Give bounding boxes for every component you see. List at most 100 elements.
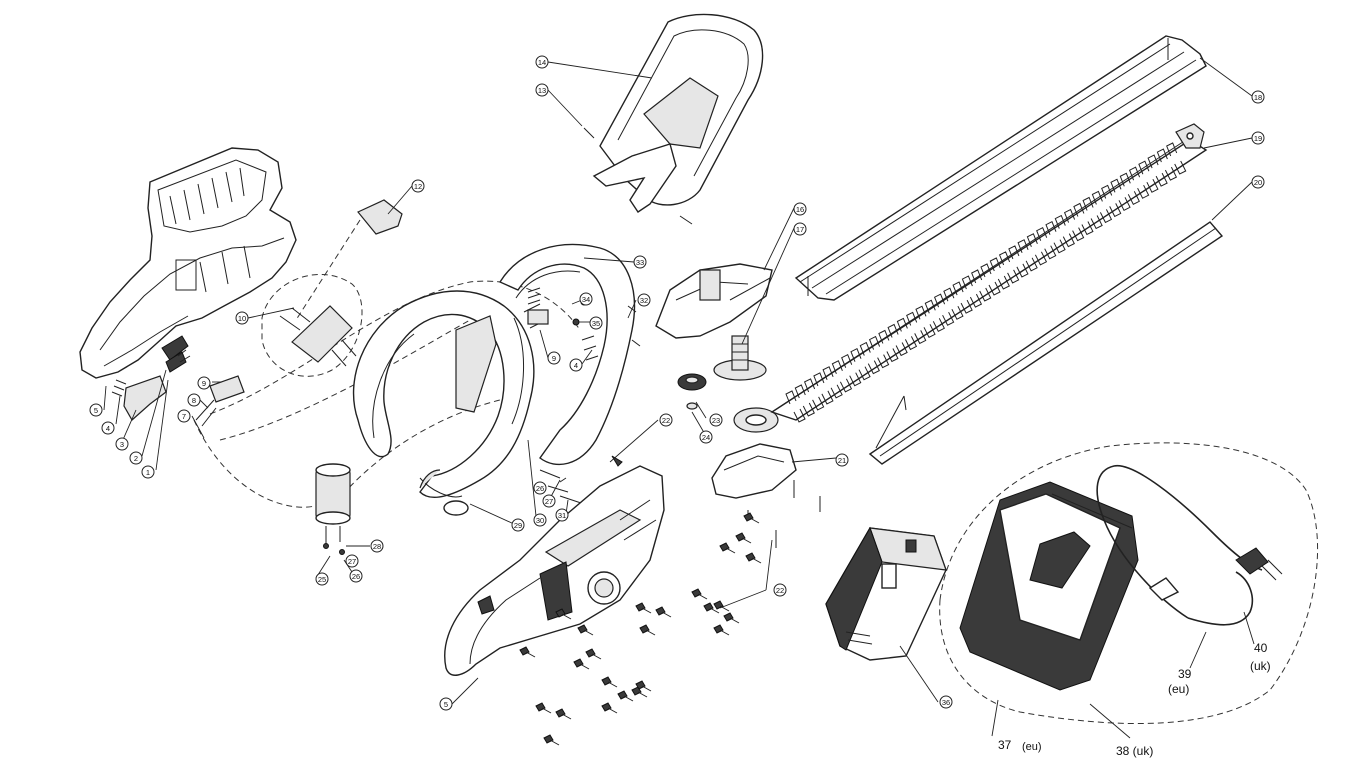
callout-number: 10 — [238, 314, 246, 323]
blade-guard-20 — [868, 221, 1224, 465]
callout-circle — [533, 513, 547, 527]
callout-number: 21 — [838, 456, 846, 465]
callout-number: 33 — [636, 258, 644, 267]
trigger-part — [123, 375, 167, 421]
callout-32: 32 — [637, 293, 651, 307]
callout-number: 18 — [1254, 93, 1262, 102]
blade-19 — [770, 123, 1208, 423]
callout-number: 24 — [702, 433, 710, 442]
callout-circle — [197, 376, 211, 390]
callout-number: 27 — [348, 557, 356, 566]
callout-12: 12 — [411, 179, 425, 193]
callout-21: 21 — [835, 453, 849, 467]
callout-number: 5 — [444, 700, 448, 709]
callout-9: 9 — [197, 376, 211, 390]
callout-circle — [101, 421, 115, 435]
screw — [535, 702, 552, 714]
callout-7: 7 — [177, 409, 191, 423]
callout-circle — [773, 583, 787, 597]
screw — [723, 612, 740, 624]
callout-circle — [1251, 131, 1265, 145]
callout-circle — [535, 83, 549, 97]
callout-circle — [535, 55, 549, 69]
callout-number: 31 — [558, 511, 566, 520]
callout-29: 29 — [511, 518, 525, 532]
callout-circle — [439, 697, 453, 711]
callout-36: 36 — [939, 695, 953, 709]
callout-circle — [699, 430, 713, 444]
screw — [573, 658, 590, 670]
callout-number: 23 — [712, 416, 720, 425]
screws — [519, 512, 762, 746]
callout-9: 9 — [547, 351, 561, 365]
front-handle — [352, 290, 535, 516]
callout-circle — [659, 413, 673, 427]
callout-number: 4 — [574, 361, 578, 370]
screw — [555, 608, 572, 620]
callout-circle — [370, 539, 384, 553]
screw — [745, 552, 762, 564]
blade-guard — [583, 13, 764, 225]
callout-number: 25 — [318, 575, 326, 584]
callout-number: 34 — [582, 295, 590, 304]
screw — [577, 624, 594, 636]
callout-number: 22 — [662, 416, 670, 425]
screw — [635, 680, 652, 692]
callout-number: 29 — [514, 521, 522, 530]
charger-group-boundary — [939, 442, 1319, 725]
screw — [555, 708, 572, 720]
callout-circle — [187, 393, 201, 407]
callout-circle — [315, 572, 329, 586]
callout-circle — [835, 453, 849, 467]
callout-number: 5 — [94, 406, 98, 415]
callout-22: 22 — [773, 583, 787, 597]
label-40-uk: (uk) — [1250, 659, 1271, 673]
callout-circle — [115, 437, 129, 451]
callout-circle — [637, 293, 651, 307]
screw — [639, 624, 656, 636]
callout-circle — [569, 358, 583, 372]
screw — [719, 542, 736, 554]
callout-number: 32 — [640, 296, 648, 305]
callout-17: 17 — [793, 222, 807, 236]
callout-circle — [793, 202, 807, 216]
screw — [601, 676, 618, 688]
callout-circle — [129, 451, 143, 465]
plug-40 — [1235, 547, 1269, 575]
callout-number: 12 — [414, 182, 422, 191]
callout-4: 4 — [101, 421, 115, 435]
control-board — [279, 199, 403, 367]
callout-number: 27 — [545, 497, 553, 506]
callout-number: 4 — [106, 424, 110, 433]
callout-circle — [141, 465, 155, 479]
screw — [617, 690, 634, 702]
callout-26: 26 — [349, 569, 363, 583]
callout-number: 9 — [552, 354, 556, 363]
callout-circle — [533, 481, 547, 495]
callout-circle — [939, 695, 953, 709]
charger — [959, 481, 1139, 691]
motor — [315, 463, 351, 555]
callout-circle — [709, 413, 723, 427]
callout-circle — [793, 222, 807, 236]
main-body-housing — [444, 465, 665, 676]
callout-33: 33 — [633, 255, 647, 269]
callout-circle — [411, 179, 425, 193]
screw — [743, 512, 760, 524]
callout-26: 26 — [533, 481, 547, 495]
gear-spindle-17 — [713, 335, 767, 381]
callout-5: 5 — [89, 403, 103, 417]
callout-number: 7 — [182, 412, 186, 421]
callout-circle — [345, 554, 359, 568]
power-cord — [1096, 465, 1283, 626]
callout-circle — [589, 316, 603, 330]
crank-disc — [733, 407, 779, 433]
terminal-block — [195, 375, 245, 427]
callout-number: 19 — [1254, 134, 1262, 143]
gearbox-base-21 — [711, 443, 821, 548]
callout-number: 14 — [538, 58, 546, 67]
lock-button-part — [165, 351, 187, 373]
callout-10: 10 — [235, 311, 249, 325]
screw — [655, 606, 672, 618]
callout-circle — [633, 255, 647, 269]
